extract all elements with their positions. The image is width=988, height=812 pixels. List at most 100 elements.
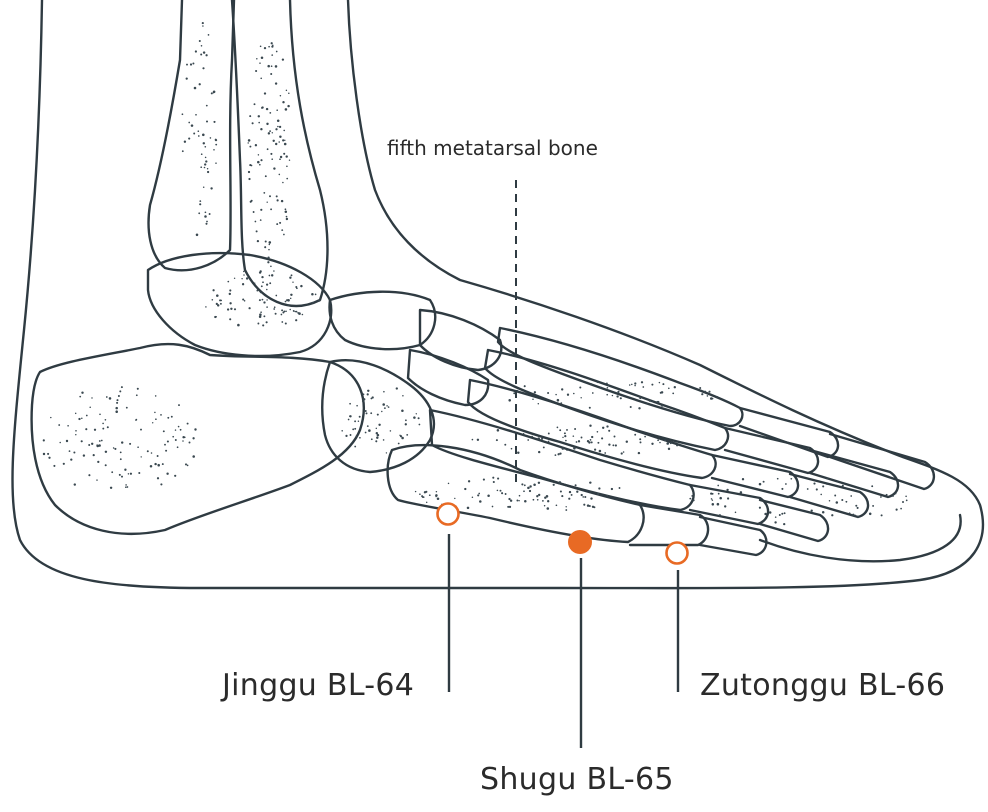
stipple-dot: [565, 439, 567, 442]
stipple-dot: [872, 504, 875, 507]
stipple-dot: [228, 292, 231, 296]
stipple-dot: [146, 450, 149, 453]
stipple-dot: [826, 477, 829, 480]
stipple-dot: [209, 137, 212, 139]
stipple-dot: [183, 140, 187, 143]
stipple-dot: [212, 90, 216, 94]
stipple-dot: [383, 407, 386, 410]
stipple-dot: [355, 435, 358, 438]
stipple-dot: [362, 393, 365, 396]
stipple-dot: [270, 65, 273, 68]
stipple-dot: [259, 291, 262, 294]
stipple-dot: [274, 312, 277, 315]
stipple-dot: [447, 482, 450, 485]
stipple-dot: [868, 512, 872, 516]
stipple-dot: [375, 440, 378, 443]
stipple-dot: [428, 494, 431, 497]
stipple-dot: [287, 304, 290, 307]
stipple-dot: [497, 477, 500, 480]
stipple-dot: [415, 413, 417, 415]
stipple-dot: [523, 490, 525, 493]
stipple-dot: [499, 489, 502, 492]
stipple-dot: [537, 481, 541, 485]
stipple-dot: [279, 158, 281, 161]
stipple-dot: [691, 494, 694, 497]
stipple-dot: [259, 45, 262, 48]
stipple-dot: [349, 415, 351, 417]
stipple-dot: [608, 384, 610, 387]
stipple-dot: [65, 439, 69, 443]
stipple-dot: [182, 440, 184, 442]
stipple-dot: [270, 72, 273, 76]
stipple-dot: [285, 215, 288, 218]
stipple-dot: [174, 439, 177, 441]
stipple-dot: [283, 142, 287, 146]
stipple-dot: [243, 300, 246, 302]
stipple-dot: [717, 484, 720, 487]
stipple-dot: [114, 447, 117, 450]
stipple-dot: [135, 394, 138, 397]
stipple-dot: [186, 464, 189, 467]
stipple-dot: [290, 293, 293, 297]
stipple-dot: [254, 144, 258, 147]
stipple-dot: [286, 165, 288, 168]
stipple-dot: [366, 425, 369, 427]
stipple-dot: [629, 405, 632, 409]
stipple-dot: [48, 456, 51, 459]
stipple-dot: [119, 390, 122, 393]
stipple-dot: [289, 308, 291, 311]
stipple-dot: [270, 208, 273, 211]
stipple-dot: [174, 429, 177, 431]
stipple-dot: [576, 490, 579, 493]
stipple-dot: [575, 441, 578, 443]
stipple-dot: [210, 92, 213, 95]
stipple-dot: [226, 308, 230, 311]
stipple-dot: [538, 493, 541, 497]
stipple-dot: [716, 502, 720, 506]
stipple-dot: [216, 304, 220, 307]
stipple-dot: [711, 503, 715, 506]
stipple-dot: [136, 387, 139, 390]
stipple-dot: [606, 386, 609, 389]
stipple-dot: [880, 496, 882, 498]
stipple-dot: [354, 445, 357, 448]
stipple-dot: [401, 436, 404, 440]
stipple-dot: [605, 382, 608, 385]
stipple-dot: [260, 128, 263, 131]
stipple-dot: [556, 426, 559, 429]
stipple-dot: [258, 163, 261, 166]
stipple-dot: [423, 491, 427, 494]
stipple-dot: [266, 201, 268, 203]
stipple-dot: [245, 277, 249, 280]
stipple-dot: [532, 498, 535, 501]
stipple-dot: [75, 430, 77, 432]
stipple-dot: [194, 428, 197, 431]
stipple-dot: [216, 294, 219, 297]
stipple-dot: [151, 422, 154, 424]
stipple-dot: [588, 504, 591, 508]
stipple-dot: [284, 322, 287, 325]
stipple-dot: [186, 422, 189, 425]
stipple-dot: [197, 135, 200, 137]
stipple-dot: [170, 415, 173, 418]
stipple-dot: [596, 492, 600, 495]
stipple-dot: [547, 500, 550, 503]
stipple-dot: [699, 386, 702, 390]
stipple-dot: [206, 220, 208, 223]
stipple-dot: [106, 426, 109, 429]
stipple-dot: [219, 299, 222, 302]
stipple-dot: [268, 274, 271, 277]
stipple-dot: [249, 200, 252, 203]
stipple-dot: [589, 424, 592, 427]
stipple-dot: [717, 492, 720, 495]
stipple-dot: [590, 383, 593, 386]
stipple-dot: [85, 414, 88, 417]
stipple-dot: [202, 142, 206, 145]
stipple-dot: [894, 492, 897, 495]
stipple-dot: [533, 391, 537, 394]
stipple-dot: [464, 487, 467, 491]
stipple-dot: [518, 494, 521, 497]
stipple-dot: [109, 486, 113, 490]
stipple-dot: [565, 506, 567, 508]
stipple-dot: [395, 387, 398, 390]
